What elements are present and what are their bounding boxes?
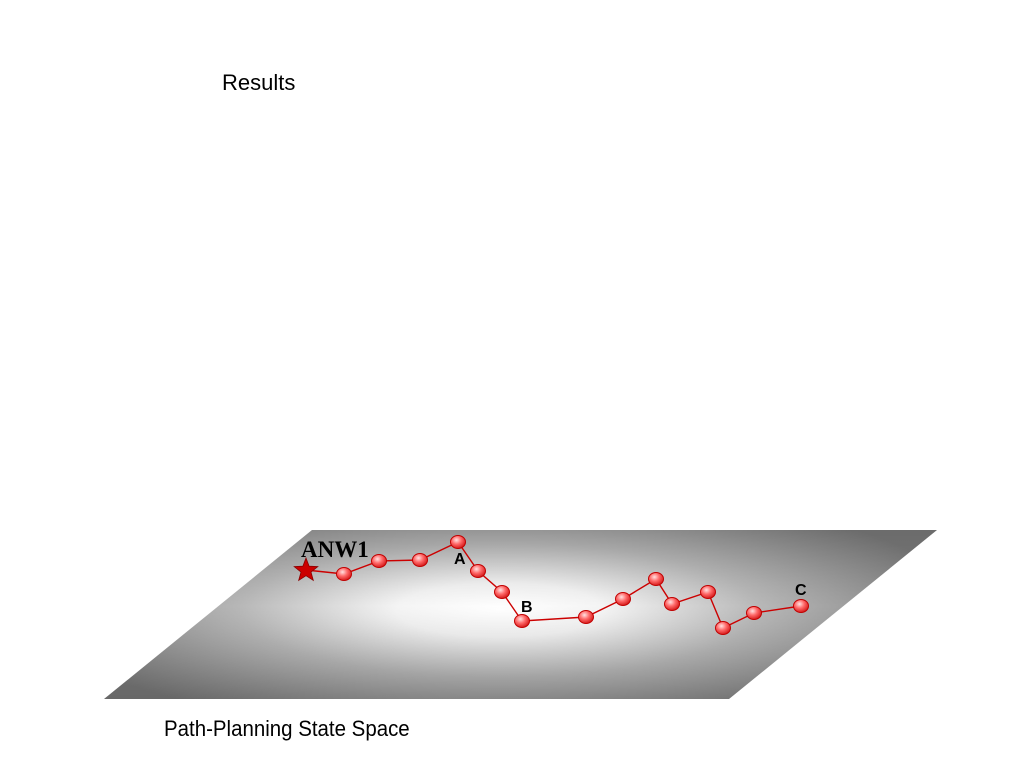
path-node: [371, 554, 387, 568]
path-node-b: [514, 614, 530, 628]
star-icon: [293, 556, 319, 582]
path-node: [700, 585, 716, 599]
path-node: [746, 606, 762, 620]
start-label: ANW1: [301, 537, 369, 562]
label-b: B: [521, 599, 533, 616]
diagram-caption: Path-Planning State Space: [164, 716, 410, 741]
planned-path: [305, 541, 802, 629]
path-node: [336, 567, 352, 581]
slide-title: Results: [222, 70, 296, 95]
path-node-a: [450, 535, 466, 549]
label-a: A: [454, 551, 466, 568]
path-node: [664, 597, 680, 611]
path-node: [578, 610, 594, 624]
label-c: C: [795, 582, 807, 599]
path-node: [715, 621, 731, 635]
path-node: [470, 564, 486, 578]
path-node: [494, 585, 510, 599]
path-nodes: [336, 535, 809, 635]
path-node: [615, 592, 631, 606]
path-node-c: [793, 599, 809, 613]
path-node: [412, 553, 428, 567]
path-node: [648, 572, 664, 586]
